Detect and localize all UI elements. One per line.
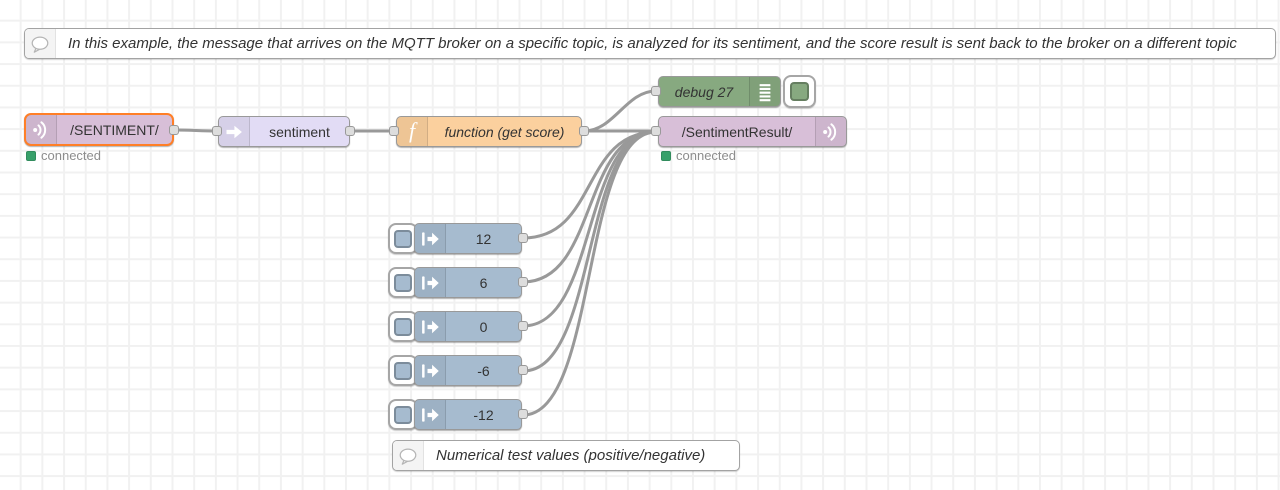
- wire[interactable]: [582, 89, 658, 133]
- comment-top-text: In this example, the message that arrive…: [68, 35, 1237, 52]
- inject-arrow-icon: [415, 356, 446, 385]
- inject-button-square: [394, 273, 412, 292]
- inject-node-12[interactable]: 12: [388, 223, 533, 254]
- wire[interactable]: [521, 130, 658, 240]
- inject-output-port[interactable]: [518, 409, 528, 419]
- mqtt-in-status: connected: [26, 148, 101, 163]
- mqtt-broadcast-icon: [26, 115, 57, 144]
- sentiment-output-port[interactable]: [345, 126, 355, 136]
- debug-label: debug 27: [674, 83, 734, 100]
- wire[interactable]: [521, 130, 658, 373]
- function-label: function (get score): [444, 123, 565, 140]
- debug-input-port[interactable]: [651, 86, 661, 96]
- inject-arrow-icon: [415, 400, 446, 429]
- comment-node-bottom[interactable]: Numerical test values (positive/negative…: [392, 440, 740, 471]
- comment-bubble-icon: [25, 29, 56, 58]
- mqtt-out-node[interactable]: /SentimentResult/: [658, 116, 847, 147]
- function-input-port[interactable]: [389, 126, 399, 136]
- function-f-icon: f: [397, 117, 428, 146]
- inject-node-0[interactable]: 0: [388, 311, 533, 342]
- inject-label: 6: [479, 274, 488, 291]
- debug-list-icon: [749, 77, 780, 106]
- inject-body[interactable]: -6: [414, 355, 522, 386]
- comment-bottom-text: Numerical test values (positive/negative…: [436, 447, 706, 464]
- inject-output-port[interactable]: [518, 277, 528, 287]
- inject-body[interactable]: 6: [414, 267, 522, 298]
- mqtt-out-status-text: connected: [676, 148, 736, 163]
- mqtt-out-input-port[interactable]: [651, 126, 661, 136]
- inject-node-6[interactable]: 6: [388, 267, 533, 298]
- inject-arrow-icon: [415, 224, 446, 253]
- wire[interactable]: [521, 130, 658, 284]
- status-dot-icon: [26, 150, 36, 161]
- sentiment-input-port[interactable]: [212, 126, 222, 136]
- inject-button-square: [394, 317, 412, 336]
- mqtt-out-label: /SentimentResult/: [681, 123, 793, 140]
- arrow-right-icon: [219, 117, 250, 146]
- mqtt-broadcast-icon: [815, 117, 846, 146]
- function-output-port[interactable]: [579, 126, 589, 136]
- inject-body[interactable]: -12: [414, 399, 522, 430]
- inject-body[interactable]: 12: [414, 223, 522, 254]
- inject-output-port[interactable]: [518, 365, 528, 375]
- wire[interactable]: [521, 130, 658, 328]
- function-node[interactable]: f function (get score): [396, 116, 582, 147]
- debug-node[interactable]: debug 27: [658, 76, 781, 107]
- inject-label: -12: [473, 406, 494, 423]
- debug-enable-toggle[interactable]: [783, 75, 816, 108]
- sentiment-label: sentiment: [269, 123, 330, 140]
- status-dot-icon: [661, 150, 671, 161]
- mqtt-in-output-port[interactable]: [169, 125, 179, 135]
- inject-arrow-icon: [415, 268, 446, 297]
- debug-toggle-square: [790, 82, 809, 101]
- sentiment-node[interactable]: sentiment: [218, 116, 350, 147]
- inject-output-port[interactable]: [518, 321, 528, 331]
- inject-button-square: [394, 405, 412, 424]
- mqtt-in-status-text: connected: [41, 148, 101, 163]
- wire[interactable]: [521, 130, 658, 417]
- inject-node-minus-6[interactable]: -6: [388, 355, 533, 386]
- inject-button[interactable]: [388, 355, 418, 386]
- comment-bubble-icon: [393, 441, 424, 470]
- wire[interactable]: [173, 128, 219, 133]
- inject-body[interactable]: 0: [414, 311, 522, 342]
- inject-node-minus-12[interactable]: -12: [388, 399, 533, 430]
- inject-button-square: [394, 361, 412, 380]
- inject-output-port[interactable]: [518, 233, 528, 243]
- inject-label: -6: [477, 362, 490, 379]
- inject-label: 0: [479, 318, 488, 335]
- mqtt-out-status: connected: [661, 148, 736, 163]
- comment-node-top[interactable]: In this example, the message that arrive…: [24, 28, 1276, 59]
- inject-label: 12: [475, 230, 492, 247]
- inject-button-square: [394, 229, 412, 248]
- inject-arrow-icon: [415, 312, 446, 341]
- mqtt-in-node[interactable]: /SENTIMENT/: [24, 113, 174, 146]
- mqtt-in-label: /SENTIMENT/: [70, 121, 159, 138]
